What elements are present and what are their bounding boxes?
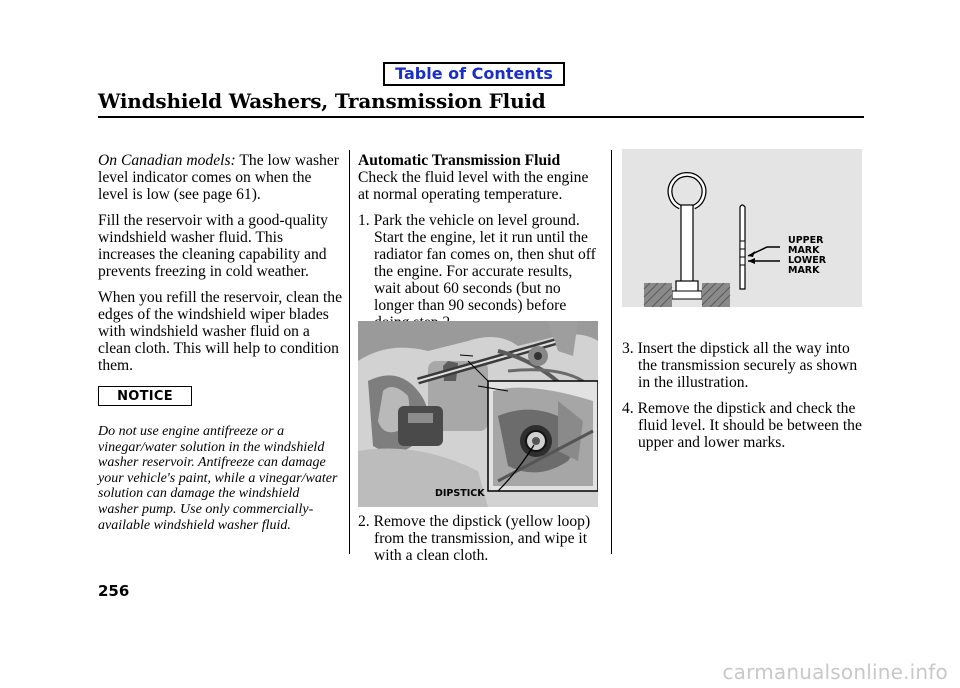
- canadian-models-text: The low washer level indicator comes on …: [98, 152, 339, 203]
- step-1-first-line: Park the vehicle on level ground.: [373, 212, 580, 229]
- column-divider-1: [349, 150, 350, 554]
- steps-list-b: 2. Remove the dipstick (yellow loop)from…: [358, 513, 603, 564]
- table-of-contents-button[interactable]: Table of Contents: [383, 62, 565, 86]
- engine-bay-illustration: [358, 321, 598, 507]
- column-divider-2: [611, 150, 612, 554]
- transmission-intro: Check the fluid level with the engine at…: [358, 169, 589, 203]
- step-4-number: 4.: [622, 400, 638, 417]
- notice-label: NOTICE: [117, 389, 173, 404]
- notice-badge: NOTICE: [98, 386, 192, 406]
- step-1: 1. Park the vehicle on level ground.Star…: [358, 212, 603, 331]
- notice-text: Do not use engine antifreeze or a vinega…: [98, 424, 338, 533]
- page-title: Windshield Washers, Transmission Fluid: [98, 89, 546, 113]
- step-2-text: from the transmission, and wipe it with …: [374, 530, 588, 564]
- step-2-number: 2.: [358, 513, 374, 530]
- step-3-number: 3.: [622, 340, 638, 357]
- step-1-text: Start the engine, let it run until the r…: [374, 229, 596, 331]
- steps-list-a: 1. Park the vehicle on level ground.Star…: [358, 212, 603, 331]
- engine-bay-photo: DIPSTICK: [358, 321, 598, 507]
- dipstick-callout: DIPSTICK: [435, 488, 485, 499]
- fill-reservoir-paragraph: Fill the reservoir with a good-quality w…: [98, 212, 328, 280]
- dipstick-diagram: [622, 149, 862, 307]
- step-1-number: 1.: [358, 212, 374, 229]
- step-4-first-line: Remove the dipstick and check the: [637, 400, 856, 417]
- site-watermark: carmanualsonline.info: [722, 660, 948, 684]
- column-left: On Canadian models: The low washer level…: [98, 152, 343, 542]
- step-4-text: fluid level. It should be between the up…: [638, 417, 862, 451]
- step-2: 2. Remove the dipstick (yellow loop)from…: [358, 513, 603, 564]
- canadian-models-paragraph: On Canadian models: The low washer level…: [98, 152, 343, 203]
- step-3-text: the transmission securely as shown in th…: [638, 357, 858, 391]
- canadian-models-prefix: On Canadian models:: [98, 152, 236, 169]
- step-2-first-line: Remove the dipstick (yellow loop): [373, 513, 591, 530]
- step-3-first-line: Insert the dipstick all the way into: [637, 340, 850, 357]
- refill-paragraph: When you refill the reservoir, clean the…: [98, 289, 343, 374]
- transmission-fluid-heading: Automatic Transmission Fluid: [358, 152, 561, 169]
- page-number: 256: [98, 582, 130, 600]
- column-middle-continued: 2. Remove the dipstick (yellow loop)from…: [358, 513, 603, 573]
- title-divider: [98, 116, 864, 118]
- column-middle: Automatic Transmission Fluid Check the f…: [358, 152, 603, 340]
